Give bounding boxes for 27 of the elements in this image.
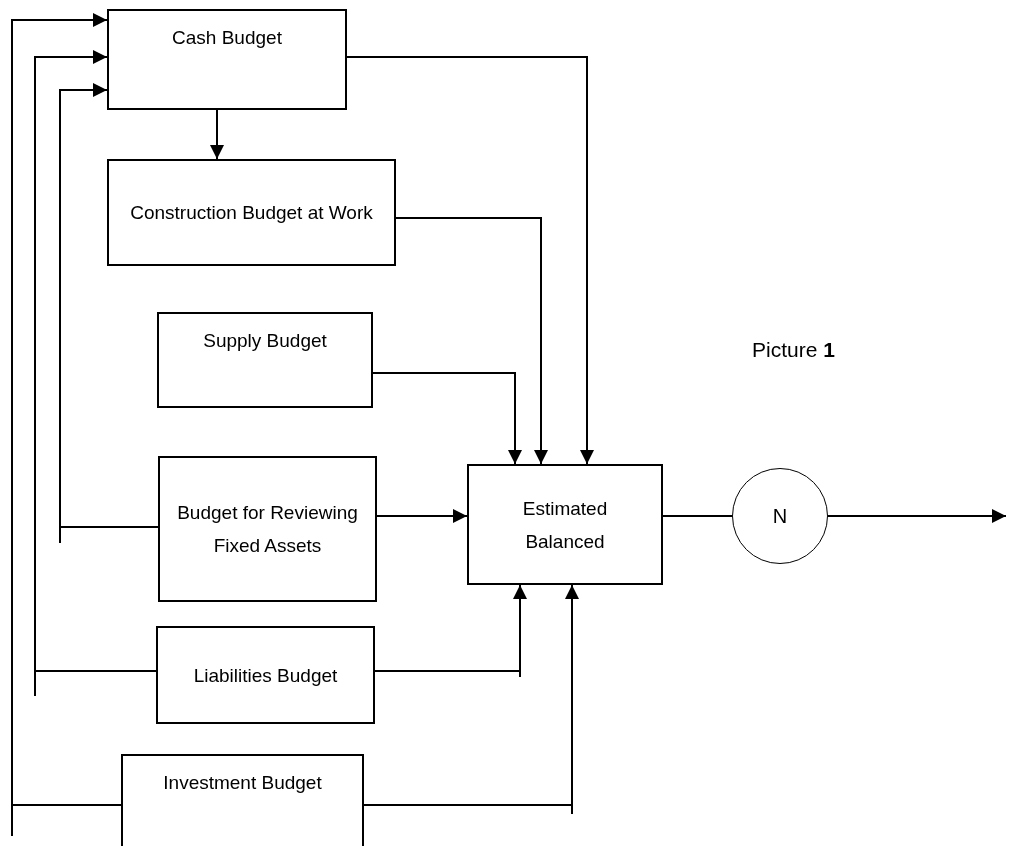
process-box bbox=[107, 159, 396, 266]
arrow bbox=[374, 584, 527, 678]
arrow bbox=[59, 83, 159, 544]
arrow bbox=[346, 56, 594, 465]
arrow bbox=[210, 109, 224, 160]
arrow bbox=[11, 13, 122, 837]
process-box bbox=[157, 312, 373, 408]
box-label: Investment Budget bbox=[163, 771, 322, 795]
box-label: Estimated Balanced bbox=[521, 496, 609, 554]
process-box bbox=[156, 626, 375, 724]
figure-caption: Picture 1 bbox=[752, 338, 835, 362]
connector-line bbox=[662, 515, 733, 517]
process-box bbox=[158, 456, 377, 602]
process-box bbox=[121, 754, 364, 846]
box-label: Construction Budget at Work bbox=[130, 201, 373, 225]
box-label: N bbox=[772, 503, 788, 529]
box-label: Budget for Reviewing Fixed Assets bbox=[176, 501, 359, 558]
arrow bbox=[827, 509, 1007, 523]
box-label: Supply Budget bbox=[203, 329, 327, 353]
process-box bbox=[467, 464, 663, 585]
arrow bbox=[34, 50, 157, 697]
box-label: Liabilities Budget bbox=[193, 663, 338, 688]
process-box bbox=[107, 9, 347, 110]
box-label: Cash Budget bbox=[172, 26, 282, 50]
arrow bbox=[363, 584, 579, 815]
arrow bbox=[395, 217, 548, 465]
arrow bbox=[376, 509, 468, 523]
